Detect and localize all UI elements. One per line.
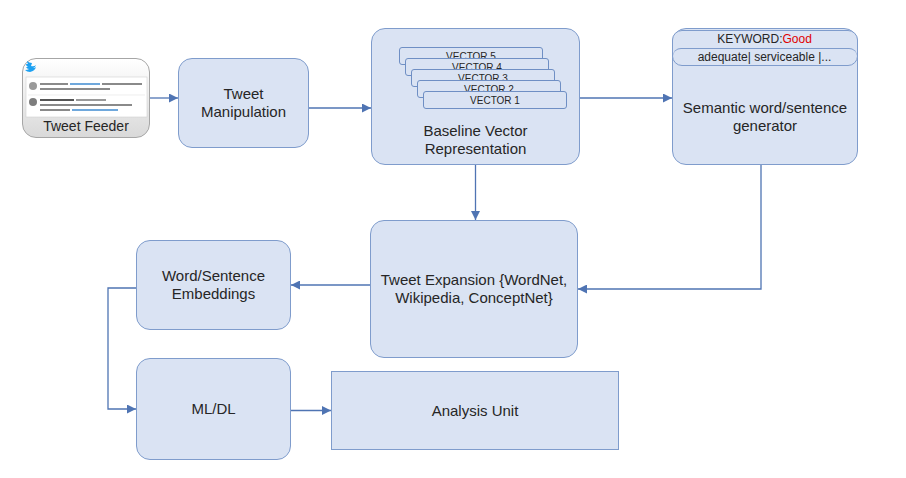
avatar-icon [29,82,37,90]
tweet-divider [28,95,145,96]
tweet-line [76,99,106,101]
flow-arrow [475,165,476,220]
vector-box: VECTOR 1 [423,91,567,109]
keyword-band: KEYWORD:Good adequate| serviceable |... [672,30,858,66]
process-box: Tweet Manipulation [178,58,309,148]
node-label: Semantic word/sentence generator [681,99,849,135]
flow-arrow [150,97,178,98]
output-box: Analysis Unit [331,371,619,450]
process-box: Word/Sentence Embeddings [136,240,291,330]
node-label: VECTOR 1 [424,95,566,106]
node-label: ML/DL [191,400,235,418]
process-box: Tweet Expansion {WordNet, Wikipedia, Con… [370,220,578,358]
tweet-panel [26,77,147,117]
synonym-list: adequate| serviceable |... [673,48,857,65]
process-box: Baseline Vector RepresentationVECTOR 5VE… [371,28,580,165]
node-label: Tweet Expansion {WordNet, Wikipedia, Con… [377,271,571,307]
flow-arrow [580,97,672,98]
tweet-line [40,83,68,85]
tweet-line [102,83,142,85]
source-box: Tweet Feeder [22,58,150,138]
avatar-icon [29,98,37,106]
process-box: Semantic word/sentence generator KEYWORD:… [672,28,858,165]
node-label: Tweet Feeder [43,117,129,135]
flow-arrow [578,165,761,289]
keyword-text: Good [782,32,811,46]
tweet-line [40,88,110,90]
node-label: Baseline Vector Representation [372,122,579,158]
process-box: ML/DL [136,358,291,460]
keyword-text: KEYWORD: [717,32,782,46]
flow-arrow [291,410,331,411]
tweet-line [40,99,74,101]
tweet-line [72,109,118,111]
tweet-card [25,61,147,117]
node-label: Tweet Manipulation [179,85,308,121]
node-label: Word/Sentence Embeddings [147,267,280,303]
flow-arrow [291,284,370,285]
flow-arrow [309,107,371,108]
twitter-bird [25,61,36,72]
tweet-line [70,83,100,85]
flow-arrow [108,288,136,409]
node-label: Analysis Unit [432,402,519,420]
tweet-line [40,104,132,106]
tweet-line [40,109,70,111]
